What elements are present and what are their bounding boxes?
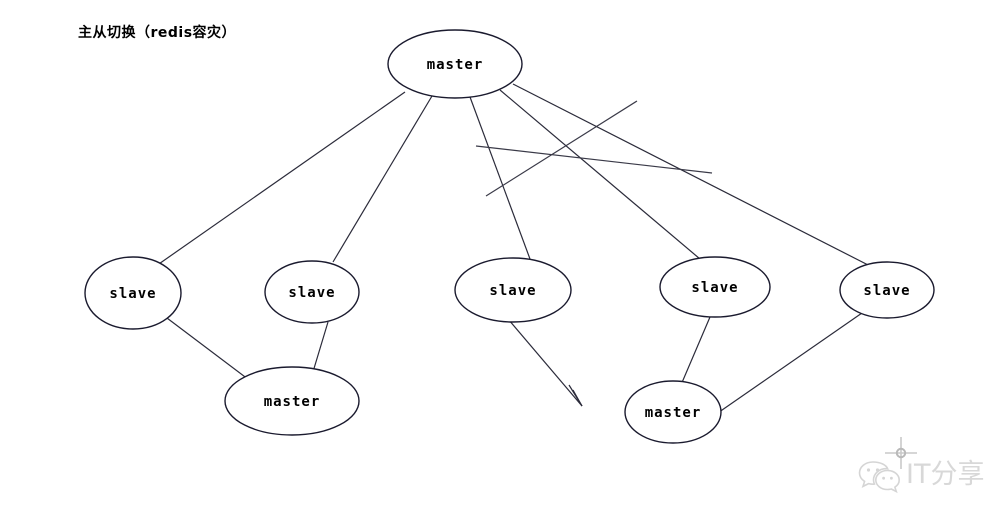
stray-line-flat — [475, 145, 713, 174]
node-label-master-bottom-right: master — [645, 405, 702, 421]
edge-master-to-slave-4 — [499, 89, 701, 260]
page-title: 主从切换（redis容灾） — [78, 25, 237, 41]
edge-master-to-slave-5 — [512, 83, 875, 269]
node-slave-3[interactable]: slave — [454, 257, 572, 323]
node-shape-slave-5[interactable] — [839, 261, 935, 319]
node-shape-slave-2[interactable] — [264, 260, 360, 324]
node-shape-master-bottom-right[interactable] — [624, 380, 722, 444]
node-slave-1[interactable]: slave — [84, 256, 182, 330]
nodes-group: master slave slave slave slave slave master mas… — [84, 29, 935, 444]
edge-slave-5-to-master — [711, 312, 863, 418]
stray-lines-group — [475, 100, 713, 197]
node-label-slave-2: slave — [288, 285, 335, 301]
node-slave-4[interactable]: slave — [659, 256, 771, 318]
node-label-master-bottom-left: master — [264, 394, 321, 410]
node-shape-slave-3[interactable] — [454, 257, 572, 323]
arrow-slave-3-failover-arrow — [502, 312, 583, 407]
node-label-slave-4: slave — [691, 280, 738, 296]
node-label-slave-5: slave — [863, 283, 910, 299]
node-label-slave-1: slave — [109, 286, 156, 302]
node-shape-master-top[interactable] — [387, 29, 523, 99]
edge-master-to-slave-1 — [155, 91, 406, 267]
node-shape-slave-4[interactable] — [659, 256, 771, 318]
node-slave-2[interactable]: slave — [264, 260, 360, 324]
node-master-bottom-left[interactable]: master — [224, 366, 360, 436]
edge-master-to-slave-3 — [469, 96, 531, 260]
edge-master-to-slave-2 — [332, 95, 433, 263]
node-shape-master-bottom-left[interactable] — [224, 366, 360, 436]
node-shape-slave-1[interactable] — [84, 256, 182, 330]
arrowhead-slave-3-failover-arrow-1 — [572, 389, 583, 407]
node-master-bottom-right[interactable]: master — [624, 380, 722, 444]
node-slave-5[interactable]: slave — [839, 261, 935, 319]
stray-line-up-right — [485, 100, 638, 197]
node-label-slave-3: slave — [489, 283, 536, 299]
node-master-top[interactable]: master — [387, 29, 523, 99]
arrows-group — [502, 312, 583, 407]
node-label-master-top: master — [427, 57, 484, 73]
edges-group — [155, 83, 875, 421]
